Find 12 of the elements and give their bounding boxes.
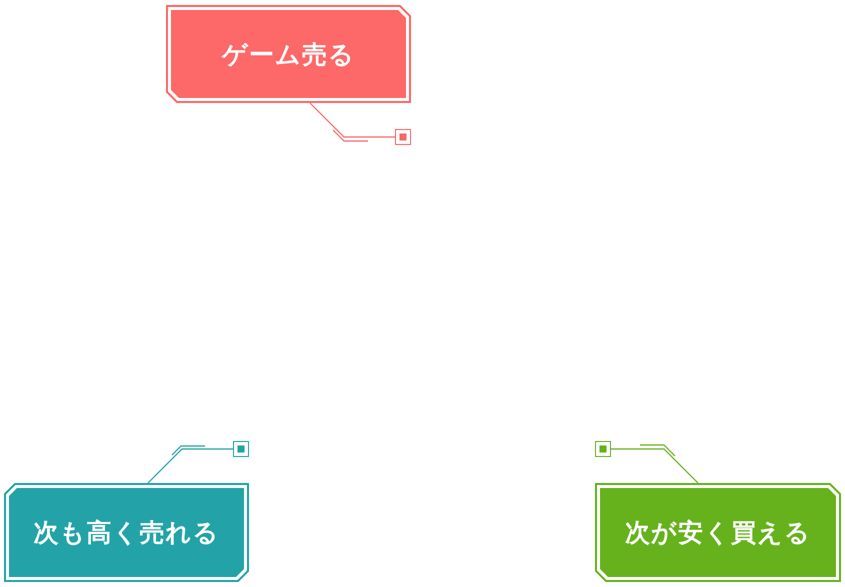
leader-line — [610, 444, 699, 484]
callout-text: 次が安く買える — [625, 517, 811, 549]
square-marker-icon — [595, 441, 611, 457]
callout-text: ゲーム売る — [222, 38, 355, 70]
square-marker-icon — [233, 441, 249, 457]
callout-box — [595, 483, 841, 582]
leader-line — [309, 102, 396, 142]
square-marker-icon — [395, 129, 411, 145]
callout-box — [4, 483, 249, 582]
callout-box — [166, 5, 411, 103]
callout-text: 次も高く売れる — [34, 517, 220, 549]
leader-line — [147, 445, 234, 484]
